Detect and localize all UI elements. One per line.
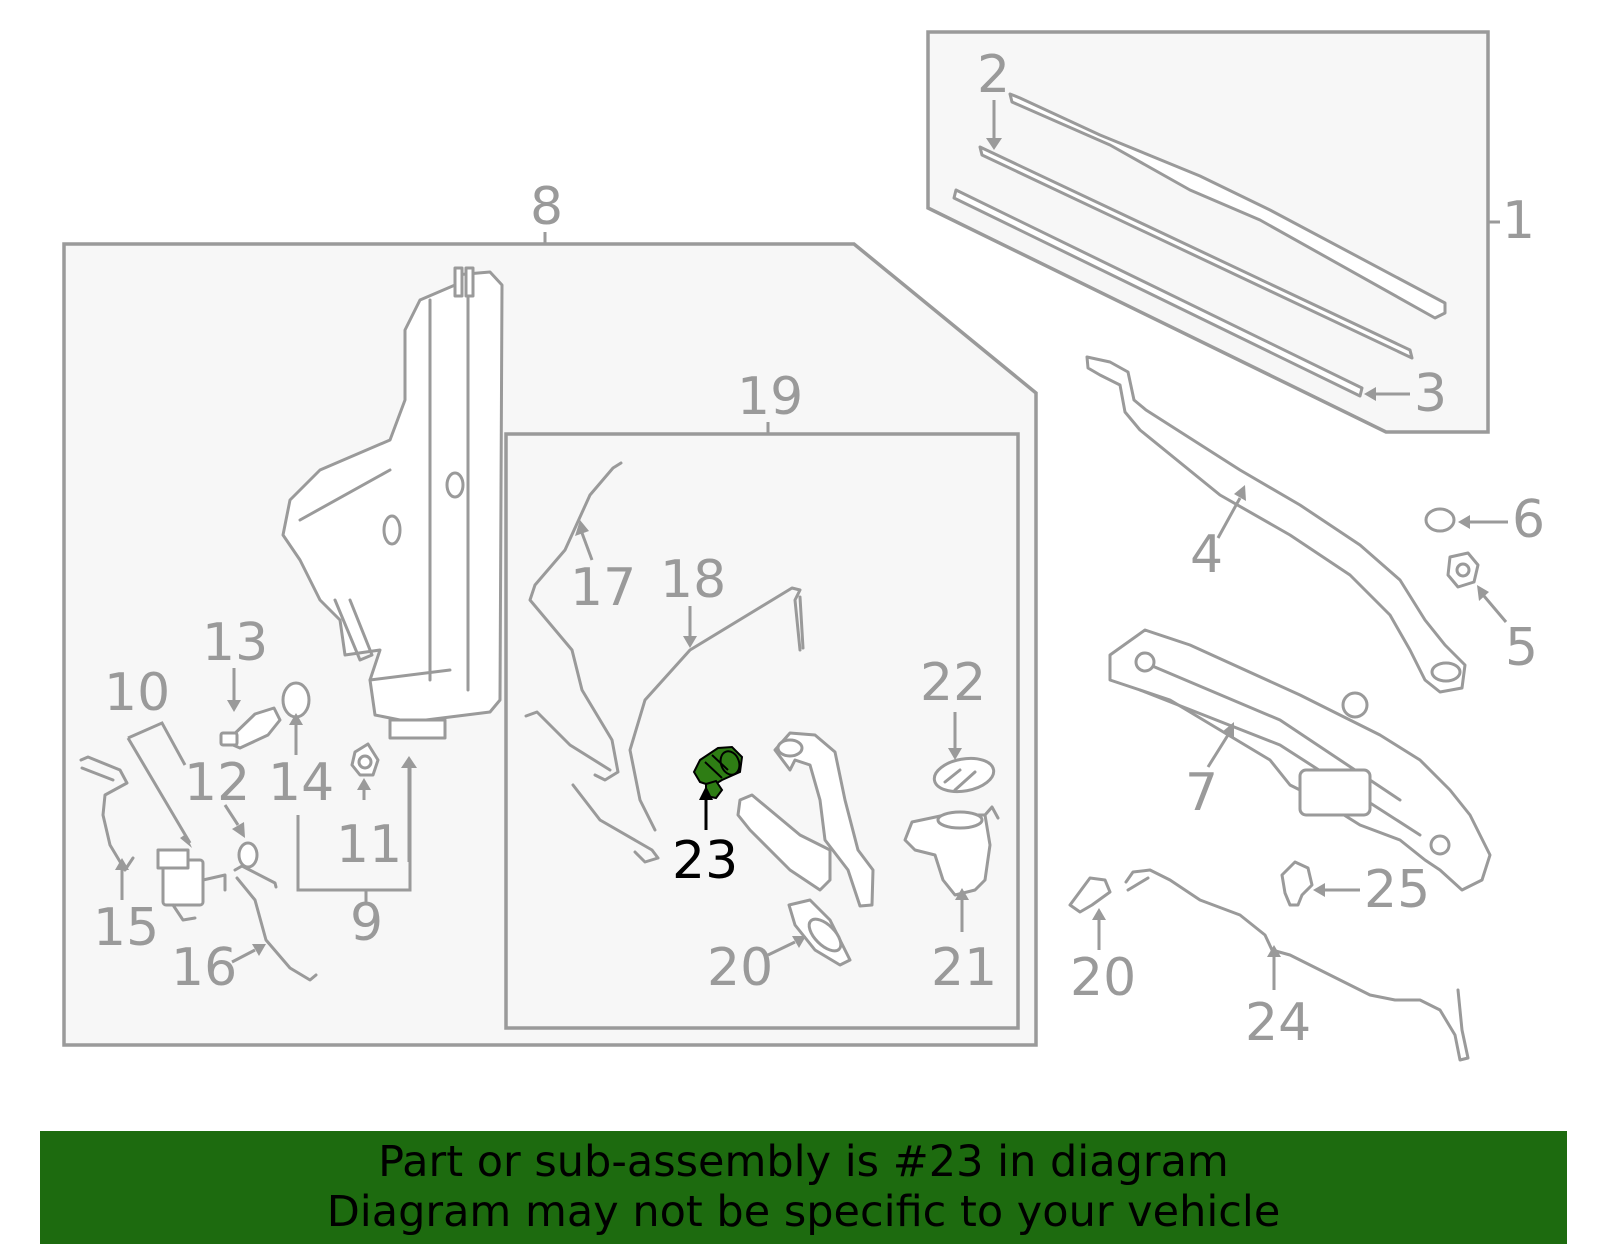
callout-22: 22 [920, 653, 986, 713]
hose-part-17 [524, 461, 660, 864]
wiper-arm-part-4 [1085, 355, 1467, 694]
callout-10: 10 [104, 663, 170, 723]
cap-part-6 [1424, 507, 1456, 533]
callout-18: 18 [660, 550, 726, 610]
nozzle-part-25 [1280, 860, 1314, 907]
callout-21: 21 [931, 938, 997, 998]
leader-lines [115, 100, 1508, 990]
callout-24: 24 [1245, 993, 1311, 1053]
arrow-10 [180, 834, 192, 848]
callout-20-outside: 20 [1070, 948, 1136, 1008]
callout-5: 5 [1505, 618, 1538, 678]
callout-7: 7 [1185, 763, 1218, 823]
hose-part-18 [628, 586, 805, 832]
callout-16: 16 [171, 938, 237, 998]
box-1 [926, 30, 1490, 434]
callout-17: 17 [570, 558, 636, 618]
callout-20-box: 20 [707, 938, 773, 998]
washer-nozzle-part-20-outside [1068, 876, 1112, 914]
washer-reservoir [281, 266, 504, 740]
hose-part-24 [1124, 868, 1470, 1062]
banner-line-1: Part or sub-assembly is #23 in diagram [378, 1137, 1229, 1187]
callout-3: 3 [1414, 364, 1447, 424]
seal-part-12 [237, 841, 259, 869]
wiper-linkage-part-7 [1108, 628, 1492, 892]
filler-neck-part-21 [903, 805, 1000, 897]
highlighted-part-23 [692, 745, 744, 800]
elbow-hoses [736, 731, 875, 908]
nut-part-5 [1446, 551, 1480, 589]
wiper-blade-part-2 [978, 92, 1447, 360]
callout-4: 4 [1190, 525, 1223, 585]
wiper-refill-part-3 [952, 188, 1364, 398]
washer-nozzle-part-20-box [787, 898, 852, 967]
callout-9: 9 [350, 893, 383, 953]
callout-19: 19 [737, 367, 803, 427]
callout-2: 2 [977, 45, 1010, 105]
callout-13: 13 [202, 613, 268, 673]
callout-1: 1 [1502, 191, 1535, 251]
callout-6: 6 [1512, 490, 1545, 550]
hose-part-16 [233, 864, 318, 982]
callout-15: 15 [93, 898, 159, 958]
callout-25: 25 [1364, 860, 1430, 920]
washer-pump-part-10 [156, 848, 227, 922]
callout-11: 11 [336, 815, 402, 875]
banner-line-2: Diagram may not be specific to your vehi… [326, 1187, 1281, 1237]
info-banner: Part or sub-assembly is #23 in diagram D… [40, 1131, 1567, 1244]
level-sensor-part-13 [219, 706, 282, 750]
filler-cap-part-22 [932, 756, 996, 794]
grommet-part-14 [281, 681, 311, 719]
callout-8: 8 [530, 177, 563, 237]
callout-23: 23 [672, 831, 738, 891]
box-19 [504, 432, 1020, 1030]
callout-14: 14 [268, 753, 334, 813]
leader-10 [126, 721, 192, 844]
grommet-part-11 [350, 742, 380, 777]
callout-12: 12 [184, 753, 250, 813]
